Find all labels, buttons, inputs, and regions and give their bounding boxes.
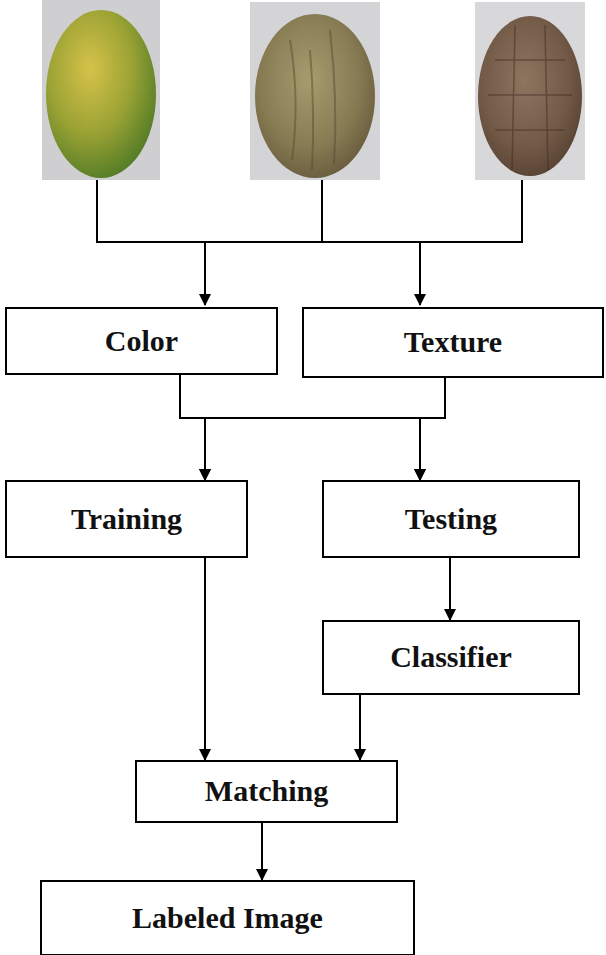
box-label: Matching <box>205 774 328 809</box>
flow-arrow <box>449 558 451 620</box>
process-box: Classifier <box>322 620 580 695</box>
flow-arrow <box>180 375 205 480</box>
input-wires <box>96 180 523 305</box>
green-coconut <box>46 10 156 178</box>
flow-arrow <box>205 378 445 480</box>
process-box: Training <box>5 480 248 558</box>
flow-arrow <box>359 695 361 760</box>
photo-ground <box>42 0 160 180</box>
process-box: Color <box>5 307 278 375</box>
box-label: Labeled Image <box>132 901 323 936</box>
box-label: Color <box>105 324 178 359</box>
flow-arrow <box>261 823 263 880</box>
box-label: Training <box>71 502 182 537</box>
process-box: Testing <box>322 480 580 558</box>
flow-arrow <box>180 375 420 480</box>
dry-coconut <box>478 16 582 176</box>
box-label: Testing <box>405 502 497 537</box>
flow-arrow <box>204 558 206 760</box>
box-label: Texture <box>404 325 502 360</box>
mature-coconut <box>255 14 375 178</box>
process-box: Labeled Image <box>40 880 415 955</box>
process-box: Texture <box>302 307 604 378</box>
box-label: Classifier <box>390 640 512 675</box>
flow-arrow <box>420 378 445 480</box>
process-box: Matching <box>135 760 398 823</box>
photo-ground <box>475 2 585 180</box>
photo-ground <box>250 2 380 180</box>
